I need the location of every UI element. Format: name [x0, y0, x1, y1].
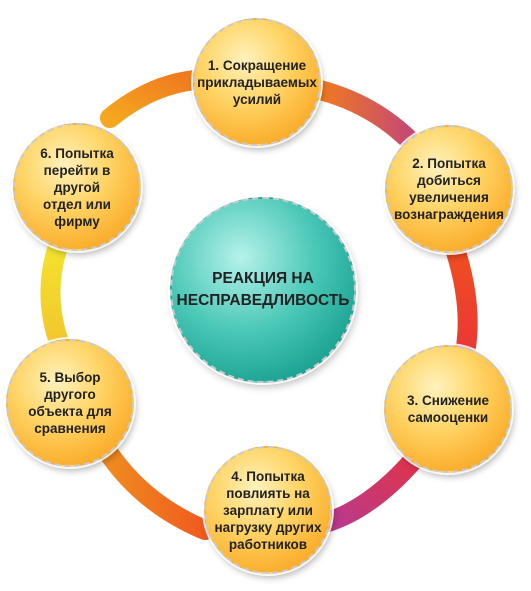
- node-6: 6. Попытка перейти в другой отдел или фи…: [13, 123, 141, 251]
- node-3-label: 3. Снижение самооценки: [406, 393, 490, 425]
- center-node: РЕАКЦИЯ НА НЕСПРАВЕДЛИВОСТЬ: [170, 197, 356, 383]
- node-5: 5. Выбор другого объекта для сравнения: [6, 339, 134, 467]
- node-2-label: 2. Попытка добиться увеличения вознаграж…: [394, 156, 504, 222]
- center-label: РЕАКЦИЯ НА НЕСПРАВЕДЛИВОСТЬ: [176, 270, 350, 309]
- ring-arc-6-1: [100, 70, 205, 128]
- node-4-label: 4. Попытка повлиять на зарплату или нагр…: [214, 468, 322, 552]
- node-4: 4. Попытка повлиять на зарплату или нагр…: [204, 446, 332, 574]
- ring-arc-4-5: [100, 445, 215, 540]
- node-2: 2. Попытка добиться увеличения вознаграж…: [385, 125, 513, 253]
- node-3: 3. Снижение самооценки: [384, 345, 512, 473]
- node-1: 1. Сокращение прикладываемых усилий: [193, 18, 321, 146]
- node-1-label: 1. Сокращение прикладываемых усилий: [197, 57, 317, 107]
- ring-arc-5-6: [40, 225, 72, 355]
- node-6-label: 6. Попытка перейти в другой отдел или фи…: [40, 145, 114, 229]
- node-5-label: 5. Выбор другого объекта для сравнения: [28, 370, 112, 436]
